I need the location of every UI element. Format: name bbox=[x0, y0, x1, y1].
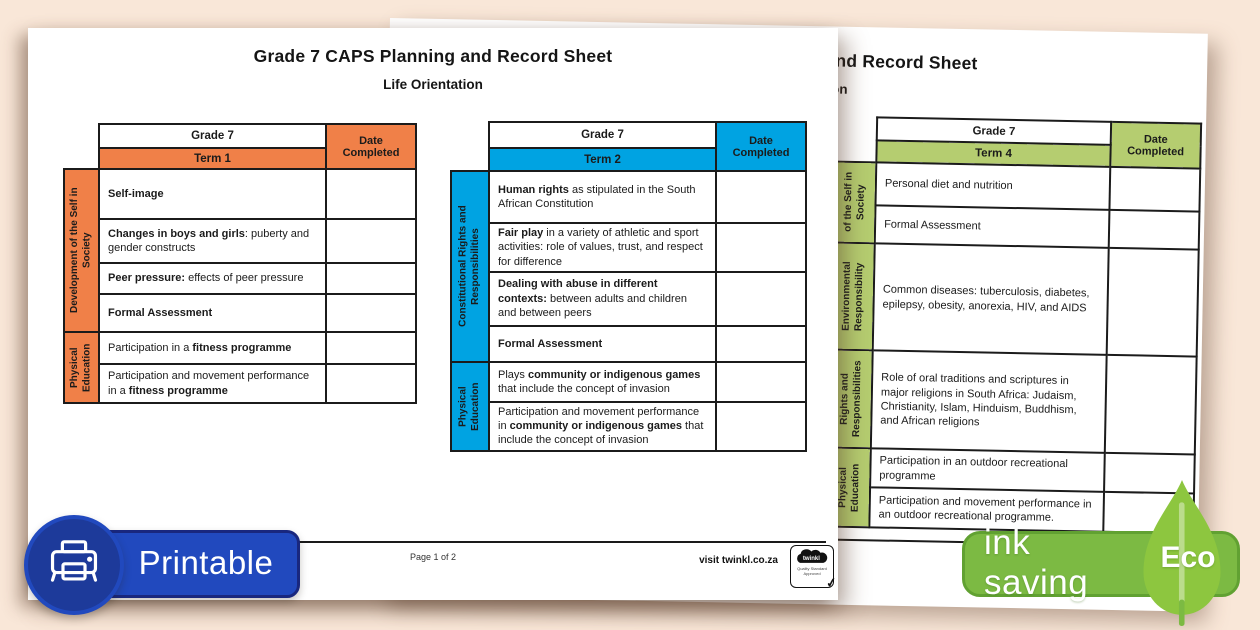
date-cell bbox=[325, 363, 417, 404]
date-cell bbox=[715, 324, 807, 363]
date-completed-header: Date Completed bbox=[1110, 121, 1202, 169]
page-title: Grade 7 CAPS Planning and Record Sheet bbox=[253, 46, 613, 66]
date-cell bbox=[715, 222, 807, 273]
table-row: Participation and movement performance i… bbox=[64, 363, 417, 404]
svg-text:twinkl: twinkl bbox=[803, 556, 820, 562]
page-subtitle: Life Orientation bbox=[383, 77, 483, 92]
date-cell bbox=[715, 360, 807, 403]
date-cell bbox=[325, 168, 417, 220]
date-cell bbox=[715, 270, 807, 327]
topic-cell: Peer pressure: effects of peer pressure bbox=[98, 262, 327, 295]
date-cell bbox=[1108, 209, 1200, 250]
table-row: Participation and movement performance i… bbox=[451, 400, 807, 452]
table-row: Formal Assessment bbox=[451, 324, 807, 363]
term-header: Term 1 bbox=[98, 147, 327, 170]
topic-cell: Changes in boys and girls: puberty and g… bbox=[98, 218, 327, 264]
topic-cell: Participation in a fitness programme bbox=[98, 331, 327, 365]
topic-cell: Self-image bbox=[98, 168, 327, 220]
date-cell bbox=[325, 331, 417, 365]
page-number: Page 1 of 2 bbox=[409, 552, 457, 562]
date-cell bbox=[1106, 247, 1199, 357]
topic-cell: Dealing with abuse in different contexts… bbox=[488, 270, 717, 327]
date-cell bbox=[715, 170, 807, 224]
topic-cell: Participation and movement performance i… bbox=[98, 363, 327, 404]
checkmark-icon: ✓ bbox=[825, 574, 838, 591]
topic-cell: Formal Assessment bbox=[488, 324, 717, 363]
twinkl-cloud-icon: twinkl bbox=[797, 549, 828, 563]
table-row: Changes in boys and girls: puberty and g… bbox=[64, 218, 417, 264]
topic-cell: Common diseases: tuberculosis, diabetes,… bbox=[872, 243, 1109, 355]
table-row: Dealing with abuse in different contexts… bbox=[451, 270, 807, 327]
section-label: Physical Education bbox=[63, 331, 100, 404]
section-label: Physical Education bbox=[450, 360, 490, 452]
leaf-icon bbox=[1143, 480, 1221, 626]
topic-cell: Human rights as stipulated in the South … bbox=[488, 170, 717, 224]
date-completed-header: Date Completed bbox=[325, 123, 417, 170]
footer-divider bbox=[40, 541, 826, 543]
header-spacer bbox=[64, 124, 99, 148]
topic-cell: Formal Assessment bbox=[98, 293, 327, 333]
date-cell bbox=[325, 293, 417, 333]
section-label: Constitutional Rights and Responsibiliti… bbox=[450, 170, 490, 363]
topic-cell: Plays community or indigenous games that… bbox=[488, 360, 717, 403]
printer-icon-circle bbox=[24, 515, 124, 615]
ink-saving-label: ink saving bbox=[984, 523, 1089, 602]
date-cell bbox=[325, 262, 417, 295]
table-row: Peer pressure: effects of peer pressure bbox=[64, 262, 417, 295]
header-spacer bbox=[451, 148, 489, 171]
worksheet-page-1: Grade 7 CAPS Planning and Record Sheet L… bbox=[28, 28, 838, 600]
topic-cell: Participation in an outdoor recreational… bbox=[870, 448, 1105, 492]
topic-cell: Personal diet and nutrition bbox=[875, 162, 1111, 210]
table-row: Formal Assessment bbox=[64, 293, 417, 333]
printable-label: Printable bbox=[138, 544, 274, 581]
date-cell bbox=[1109, 166, 1201, 212]
grade-header: Grade 7 bbox=[98, 123, 327, 149]
date-completed-header: Date Completed bbox=[715, 121, 807, 172]
date-cell bbox=[325, 218, 417, 264]
section-label: Environmental Responsibility bbox=[832, 242, 875, 351]
eco-label: Eco bbox=[1160, 541, 1216, 574]
header-spacer bbox=[451, 122, 489, 148]
term-header: Term 2 bbox=[488, 147, 717, 172]
section-label: of the Self in Society bbox=[834, 161, 877, 244]
date-cell bbox=[1104, 354, 1197, 455]
header-spacer bbox=[64, 148, 99, 169]
section-label: Development of the Self in Society bbox=[63, 168, 100, 333]
topic-cell: Fair play in a variety of athletic and s… bbox=[488, 222, 717, 273]
topic-cell: Participation and movement performance i… bbox=[488, 400, 717, 452]
grade-header: Grade 7 bbox=[488, 121, 717, 149]
topic-cell: Formal Assessment bbox=[874, 205, 1110, 248]
logo-approval-text: Quality Standard Approved bbox=[797, 566, 827, 576]
twinkl-logo: twinkl Quality Standard Approved ✓ bbox=[790, 545, 838, 591]
table-row: Fair play in a variety of athletic and s… bbox=[451, 222, 807, 273]
date-cell bbox=[715, 400, 807, 452]
header-spacer bbox=[836, 140, 876, 163]
topic-cell: Role of oral traditions and scriptures i… bbox=[870, 350, 1107, 453]
printer-icon bbox=[50, 540, 98, 582]
visit-twinkl-text: visit twinkl.co.za bbox=[699, 555, 778, 566]
header-spacer bbox=[837, 117, 877, 141]
table-row: Constitutional Rights and Responsibiliti… bbox=[450, 170, 807, 363]
